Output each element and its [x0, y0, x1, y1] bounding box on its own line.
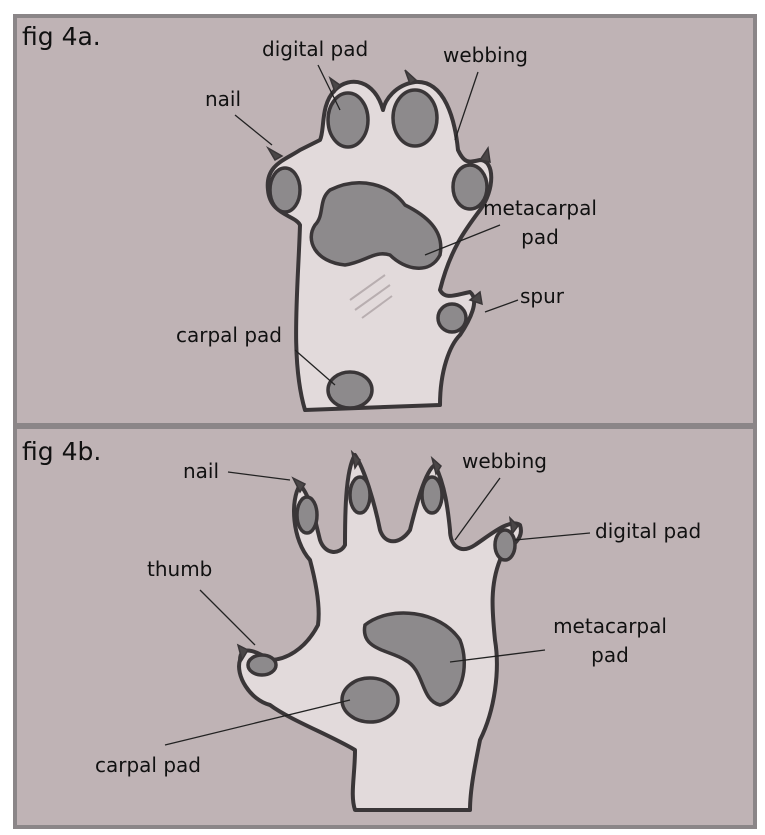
leader-lines-a	[234, 64, 519, 386]
carpal-pad-shape-b	[340, 676, 400, 724]
fig-4a-title: fig 4a.	[22, 22, 101, 51]
paw-hand-illustration	[236, 449, 523, 812]
label-b-carpal-pad: carpal pad	[95, 753, 201, 777]
paw-front-illustration	[265, 69, 494, 412]
metacarpal-pad-shape-b	[362, 611, 466, 707]
panel-fig-4a: fig 4a. digital pad webbing	[13, 14, 757, 427]
digital-pad-shape	[326, 91, 370, 149]
label-b-pad: pad	[591, 643, 629, 667]
label-b-nail: nail	[183, 459, 219, 483]
metacarpal-pad-shape	[309, 181, 443, 270]
label-b-digital-pad: digital pad	[595, 519, 701, 543]
label-a-pad: pad	[521, 225, 559, 249]
label-a-webbing: webbing	[443, 43, 528, 67]
leader-lines-b	[164, 471, 591, 746]
label-b-metacarpal: metacarpal	[553, 614, 667, 638]
fig-4b-title: fig 4b.	[22, 437, 101, 466]
spur-shape	[436, 302, 468, 334]
label-a-metacarpal: metacarpal	[483, 196, 597, 220]
label-a-digital-pad: digital pad	[262, 37, 368, 61]
carpal-pad-shape	[326, 370, 374, 410]
label-b-webbing: webbing	[462, 449, 547, 473]
label-a-spur: spur	[520, 284, 565, 308]
label-a-nail: nail	[205, 87, 241, 111]
panel-fig-4b: fig 4b. nail webbing digital pad	[13, 425, 757, 829]
label-a-carpal-pad: carpal pad	[176, 323, 282, 347]
label-b-thumb: thumb	[147, 557, 212, 581]
